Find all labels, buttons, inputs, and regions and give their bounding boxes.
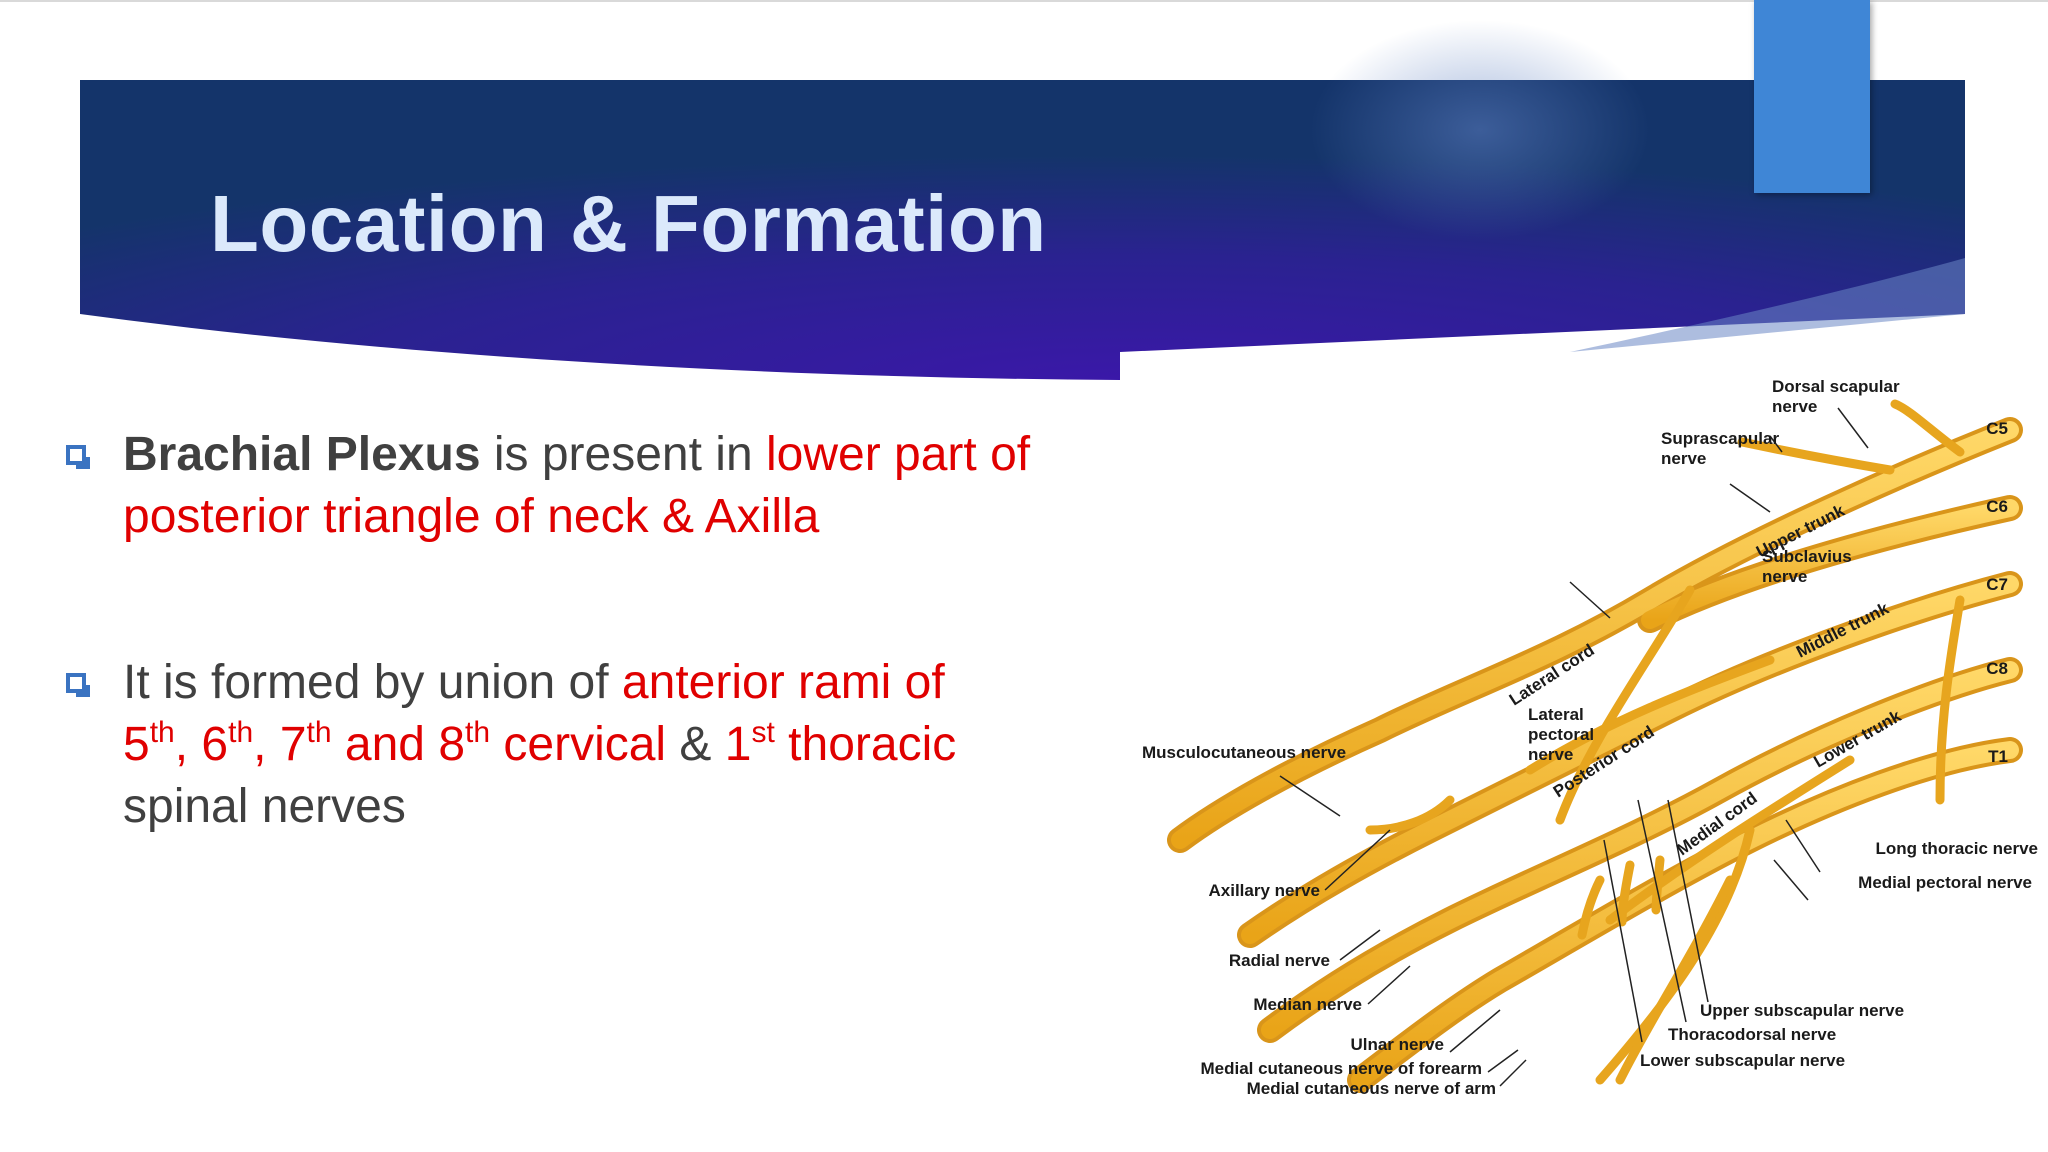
checkbox-bullet-icon bbox=[66, 673, 90, 697]
label-median: Median nerve bbox=[1253, 995, 1362, 1014]
bullet-formation: It is formed by union of anterior rami o… bbox=[66, 652, 1066, 838]
highlight-part: 5 bbox=[123, 718, 150, 771]
superscript: th bbox=[228, 716, 254, 749]
title-banner bbox=[80, 20, 1965, 380]
label-dorsal-scapular: Dorsal scapular bbox=[1772, 377, 1900, 396]
label-ulnar: Ulnar nerve bbox=[1350, 1035, 1444, 1054]
highlight-part: 8 bbox=[438, 718, 466, 771]
label-axillary: Axillary nerve bbox=[1208, 881, 1320, 900]
label-lateral-pectoral: Lateral bbox=[1528, 705, 1584, 724]
superscript: st bbox=[751, 716, 775, 749]
top-border-line bbox=[0, 0, 2048, 2]
highlight-location: lower part of posterior triangle of neck… bbox=[123, 428, 1031, 543]
superscript: th bbox=[306, 716, 332, 749]
brachial-plexus-diagram: C5 C6 C7 C8 T1 Dorsal scapular nerve Sup… bbox=[1142, 377, 2038, 1098]
term-brachial-plexus: Brachial Plexus bbox=[123, 428, 481, 481]
superscript: th bbox=[465, 716, 491, 749]
label-subclavius-2: nerve bbox=[1762, 567, 1807, 586]
bullet-text-part: & bbox=[666, 718, 725, 771]
accent-tab bbox=[1754, 0, 1870, 193]
label-suprascapular-2: nerve bbox=[1661, 449, 1706, 468]
label-c7: C7 bbox=[1986, 575, 2008, 594]
highlight-part: , bbox=[253, 718, 280, 771]
bullet-text-part: spinal nerves bbox=[123, 780, 406, 833]
label-lateral-pectoral-2: pectoral bbox=[1528, 725, 1594, 744]
label-lower-subscapular: Lower subscapular nerve bbox=[1640, 1051, 1845, 1070]
label-dorsal-scapular-2: nerve bbox=[1772, 397, 1817, 416]
label-c6: C6 bbox=[1986, 497, 2008, 516]
label-lateral-pectoral-3: nerve bbox=[1528, 745, 1573, 764]
diagram-labels: C5 C6 C7 C8 T1 Dorsal scapular nerve Sup… bbox=[1142, 377, 2038, 1098]
label-suprascapular: Suprascapular bbox=[1661, 429, 1779, 448]
highlight-part: thoracic bbox=[774, 718, 957, 771]
label-t1: T1 bbox=[1988, 747, 2008, 766]
highlight-part: 6 bbox=[201, 718, 229, 771]
highlight-part: 7 bbox=[279, 718, 307, 771]
highlight-part: 1 bbox=[724, 718, 752, 771]
label-c5: C5 bbox=[1986, 419, 2008, 438]
highlight-thoracic: 1st thoracic bbox=[724, 716, 957, 772]
bullet-text: Brachial Plexus is present in lower part… bbox=[123, 424, 1066, 548]
highlight-part: anterior rami of bbox=[621, 656, 945, 709]
label-upper-subscapular: Upper subscapular nerve bbox=[1700, 1001, 1904, 1020]
label-musculocutaneous: Musculocutaneous nerve bbox=[1142, 743, 1346, 762]
leader-lines bbox=[1279, 407, 1869, 1087]
nerve-bundle bbox=[1167, 399, 2023, 1093]
highlight-part: cervical bbox=[490, 718, 667, 771]
label-long-thoracic: Long thoracic nerve bbox=[1876, 839, 2038, 858]
label-c8: C8 bbox=[1986, 659, 2008, 678]
label-medial-pectoral: Medial pectoral nerve bbox=[1858, 873, 2032, 892]
label-medial-cutaneous-arm: Medial cutaneous nerve of arm bbox=[1247, 1079, 1496, 1098]
highlight-part: and bbox=[331, 718, 439, 771]
highlight-part: , bbox=[174, 718, 202, 771]
label-thoracodorsal: Thoracodorsal nerve bbox=[1668, 1025, 1836, 1044]
slide-title: Location & Formation bbox=[210, 179, 1047, 268]
bullet-text: It is formed by union of anterior rami o… bbox=[123, 652, 1066, 838]
label-radial: Radial nerve bbox=[1229, 951, 1330, 970]
label-subclavius: Subclavius bbox=[1762, 547, 1852, 566]
label-medial-cutaneous-forearm: Medial cutaneous nerve of forearm bbox=[1200, 1059, 1482, 1078]
checkbox-bullet-icon bbox=[66, 445, 90, 469]
superscript: th bbox=[149, 716, 175, 749]
bullet-location: Brachial Plexus is present in lower part… bbox=[66, 424, 1066, 548]
bullet-text-part: is present in bbox=[480, 428, 766, 481]
bullet-text-part: It is formed by union of bbox=[123, 656, 622, 709]
